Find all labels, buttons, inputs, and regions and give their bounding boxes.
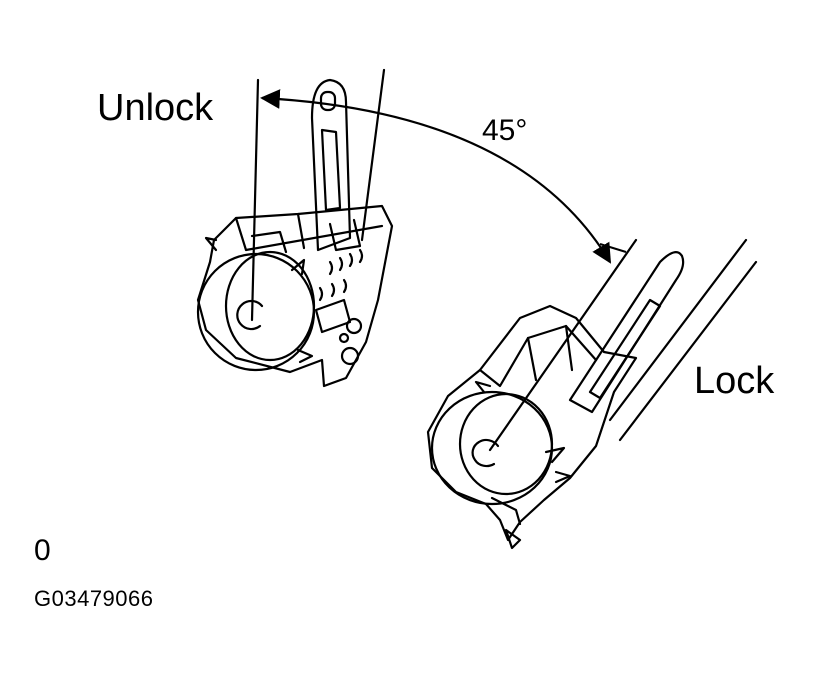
unlock-lever-slot [319, 90, 337, 112]
unlocked-assembly [196, 68, 394, 388]
angle-tick [599, 243, 627, 253]
rotation-arc-arrow [260, 89, 612, 264]
lock-housing [426, 304, 638, 542]
unlock-knob-center [236, 299, 264, 331]
unlock-shaft-line [360, 68, 386, 242]
lock-shaft-line-1 [608, 238, 748, 422]
unlock-reference-line [250, 78, 260, 322]
lock-label: Lock [694, 360, 775, 402]
lock-shaft-line-2 [618, 260, 758, 442]
zero-label: 0 [34, 534, 51, 567]
lock-reference-line [488, 238, 638, 452]
lock-knob-center [471, 439, 500, 468]
angle-label: 45° [482, 114, 528, 147]
lock-lever [568, 251, 685, 414]
unlock-label: Unlock [97, 87, 214, 129]
figure-code: G03479066 [34, 586, 154, 611]
unlock-knob [196, 252, 316, 372]
locked-assembly [426, 238, 758, 550]
